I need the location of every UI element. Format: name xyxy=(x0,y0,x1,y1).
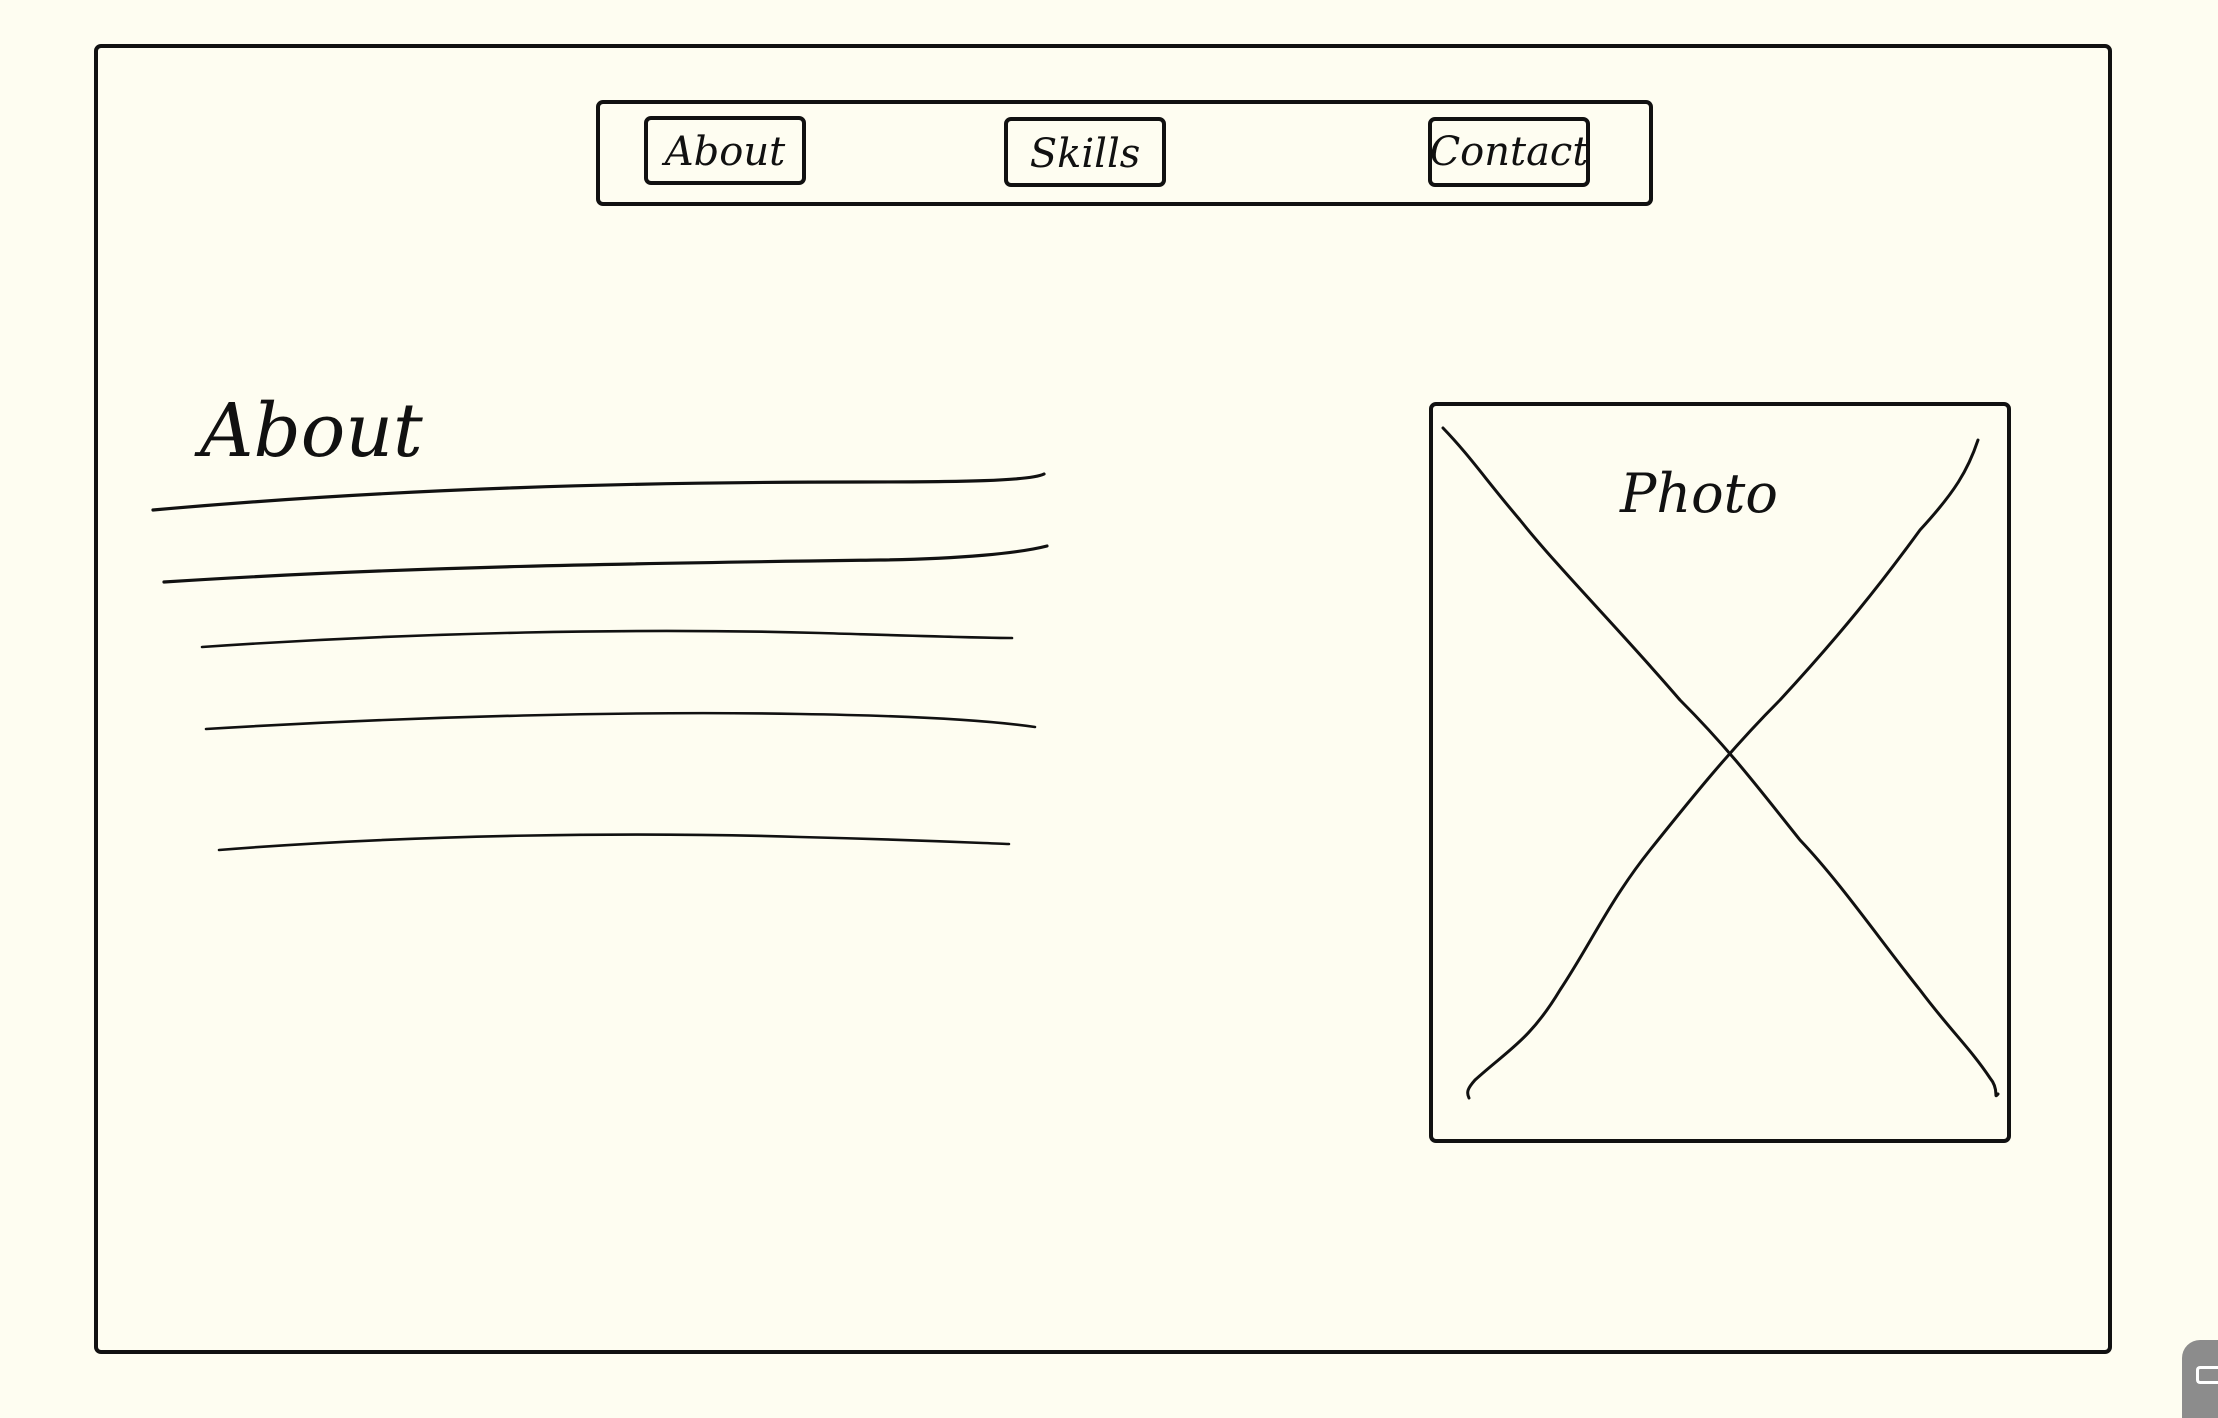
photo-placeholder: Photo xyxy=(1429,402,2011,1143)
keyboard-icon xyxy=(2196,1366,2218,1384)
nav-item-skills[interactable]: Skills xyxy=(1004,117,1166,187)
photo-cross-line-2 xyxy=(1466,438,1980,1100)
about-section: About xyxy=(151,388,1049,852)
nav-item-about[interactable]: About xyxy=(644,116,806,185)
text-placeholder-line-2 xyxy=(162,544,1049,584)
page-frame xyxy=(94,44,2112,1354)
text-placeholder-line-4 xyxy=(204,711,1037,731)
photo-frame xyxy=(1429,402,2011,1143)
nav-skills-box xyxy=(1004,117,1166,187)
nav-item-contact[interactable]: Contact xyxy=(1428,117,1590,187)
corner-widget[interactable] xyxy=(2182,1340,2218,1418)
nav-bar: About Skills Contact xyxy=(596,100,1653,206)
nav-about-box xyxy=(644,116,806,185)
nav-skills-label: Skills xyxy=(1030,131,1141,177)
text-placeholder-line-3 xyxy=(200,629,1014,649)
text-placeholder-line-1 xyxy=(151,472,1046,512)
nav-contact-label: Contact xyxy=(1430,129,1590,175)
about-heading: About xyxy=(194,388,423,474)
text-placeholder-line-5 xyxy=(217,833,1011,852)
photo-label: Photo xyxy=(1619,462,1778,525)
photo-cross-line-1 xyxy=(1441,426,2000,1098)
nav-bar-frame xyxy=(596,100,1653,206)
nav-about-label: About xyxy=(661,129,786,175)
nav-contact-box xyxy=(1428,117,1590,187)
